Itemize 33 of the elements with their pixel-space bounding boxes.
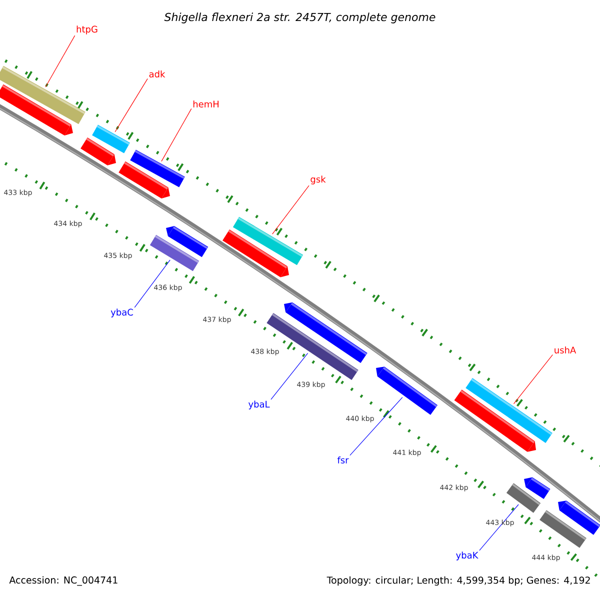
gene-bar <box>118 161 170 198</box>
leader-line <box>272 185 310 234</box>
gene-label: gsk <box>310 176 326 184</box>
leader-line <box>114 78 148 132</box>
leader-line <box>161 108 192 162</box>
gene-bar <box>0 66 86 124</box>
gene-label: fsr <box>337 456 349 464</box>
gene-bar <box>506 483 541 513</box>
leader-line <box>134 260 170 308</box>
gene-bar <box>266 313 358 380</box>
gene-label: hemH <box>193 100 218 108</box>
gene-bar <box>222 230 289 278</box>
leader-line <box>45 35 76 88</box>
gene-bar <box>80 137 116 166</box>
genome-info: Topology: circular; Length: 4,599,354 bp; Genes: 4,192 <box>326 576 590 586</box>
gene-label: adk <box>149 70 166 78</box>
gene-bar <box>454 390 536 452</box>
leader-line <box>479 504 519 551</box>
gene-label: ybaL <box>248 400 270 410</box>
gene-bar <box>540 510 586 548</box>
leader-line <box>350 396 403 456</box>
leader-line <box>270 352 308 400</box>
gene-label: ybaC <box>110 308 133 318</box>
leader-line <box>513 354 553 404</box>
accession-label: Accession: NC_004741 <box>9 576 118 586</box>
gene-bar <box>0 84 73 136</box>
gene-bar <box>150 234 200 272</box>
gene-label: htpG <box>76 26 98 34</box>
gene-bar <box>376 366 438 415</box>
gene-bar <box>524 477 550 500</box>
gene-label: ybaK <box>456 552 478 560</box>
title: Shigella flexneri 2a str. 2457T, complete genome <box>164 12 436 24</box>
gene-label: ushA <box>554 346 576 354</box>
